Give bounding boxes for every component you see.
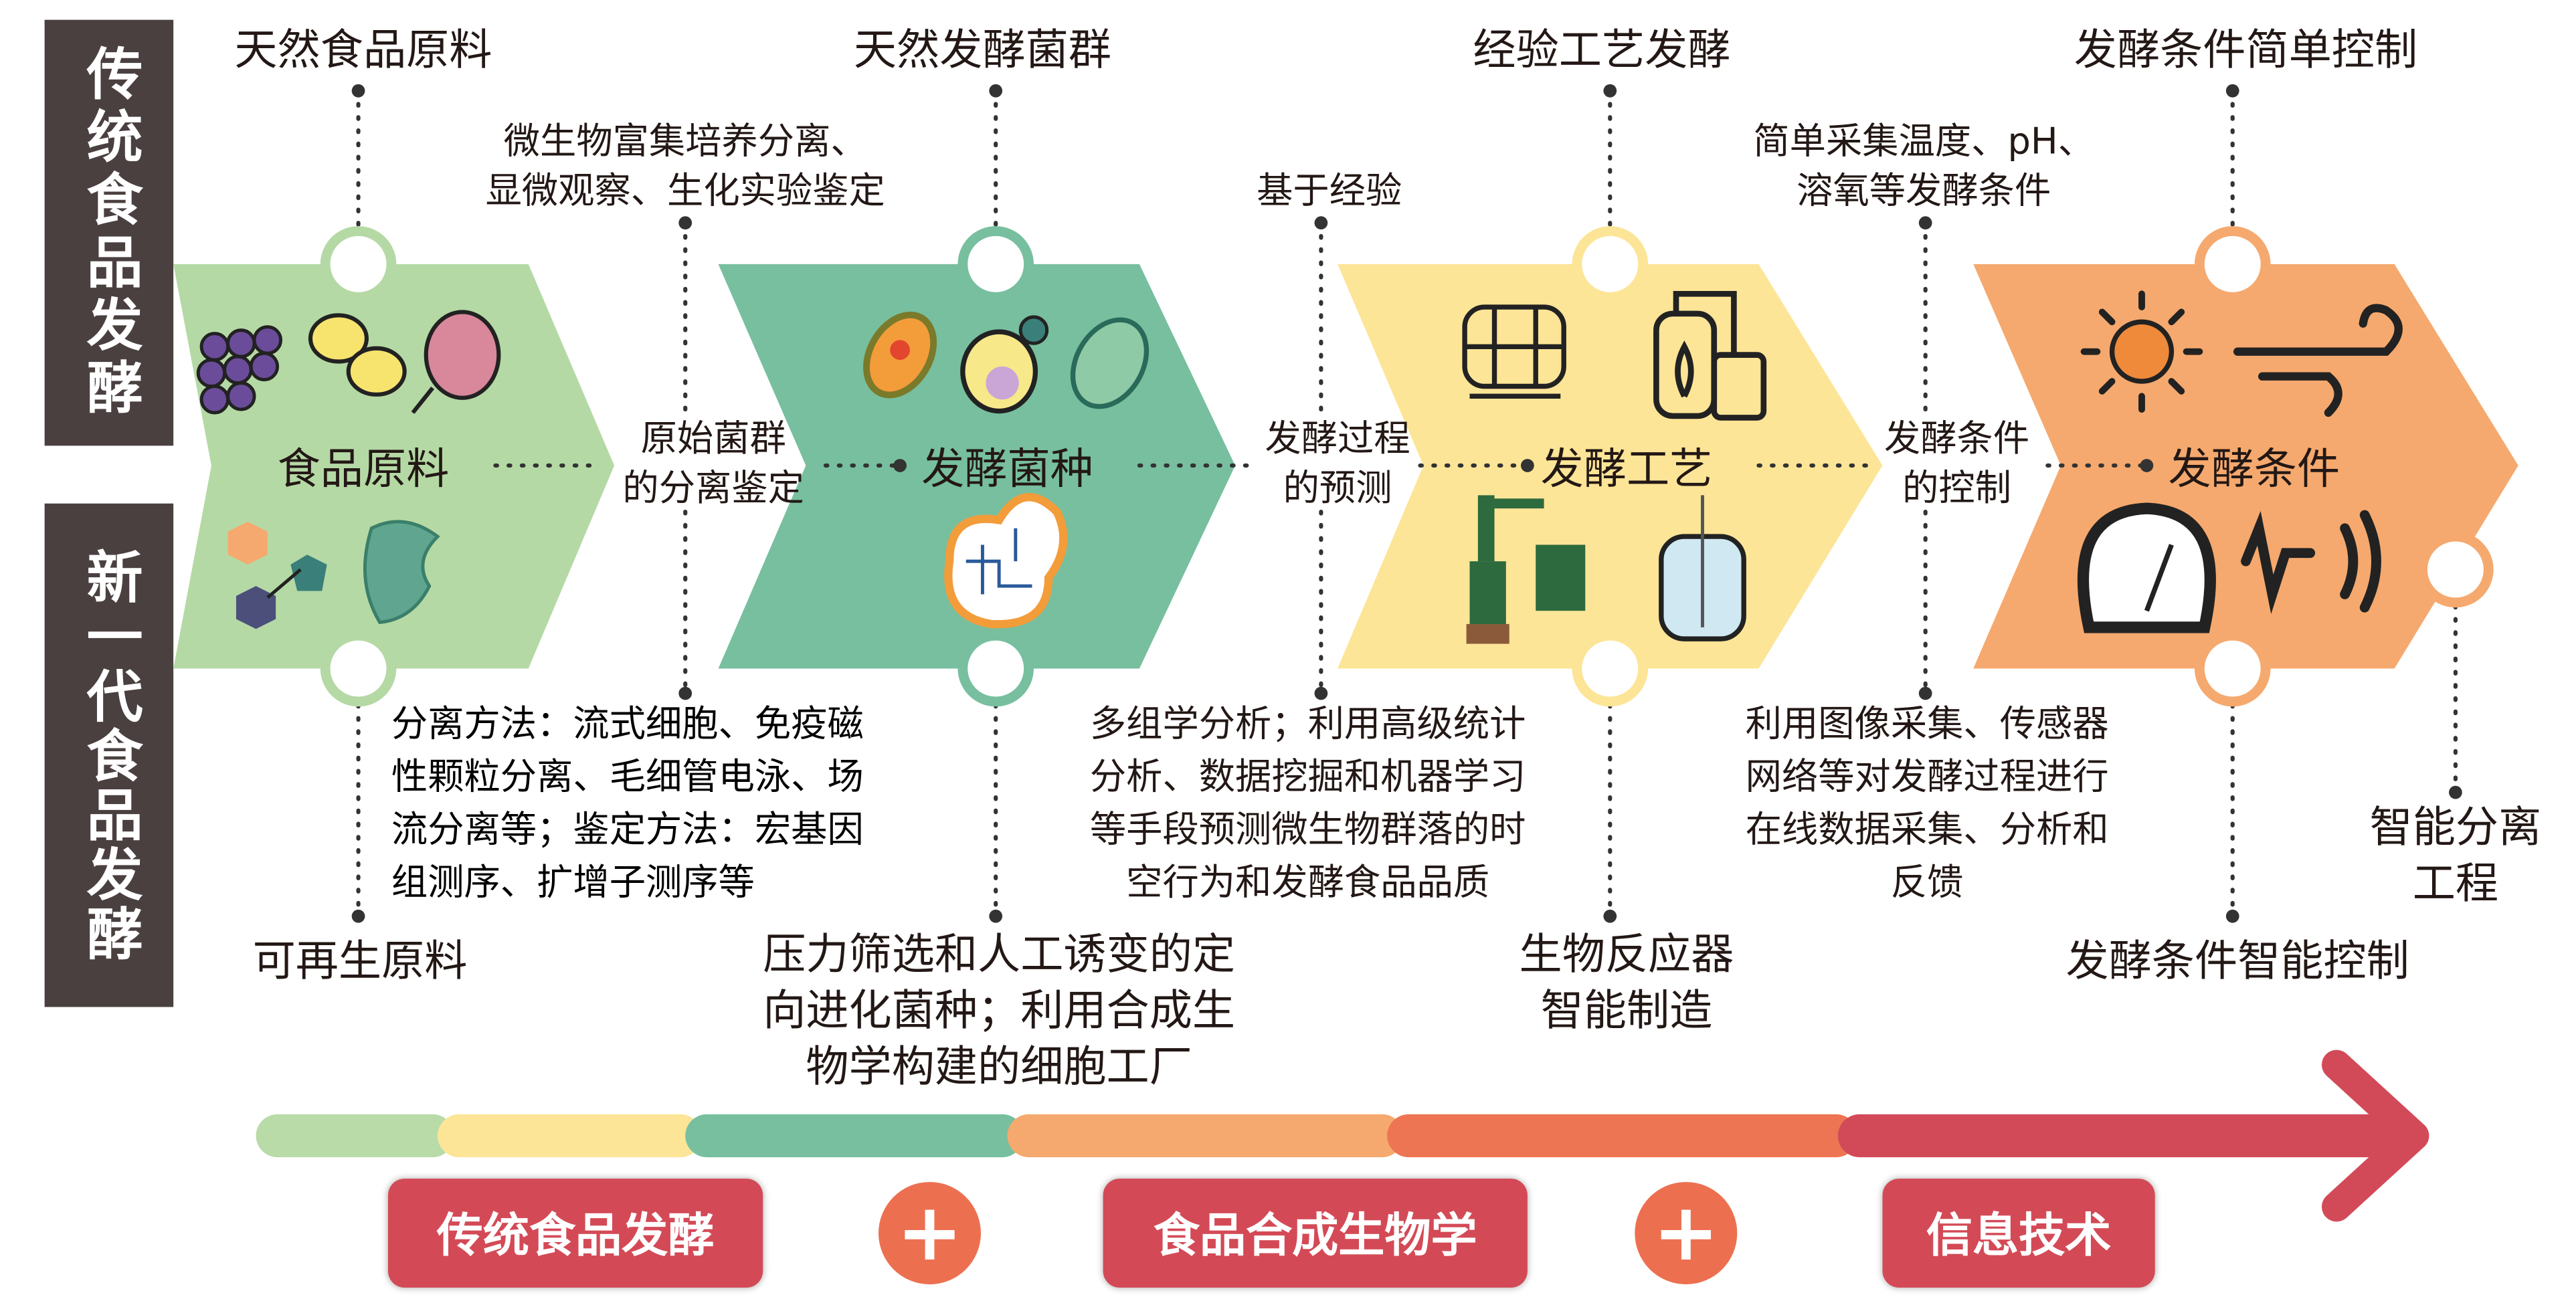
traditional-method-prediction: 基于经验: [1257, 171, 1402, 213]
timeline-arrow: [256, 1049, 2429, 1222]
plus-icon: +: [878, 1182, 981, 1285]
ring-nodes: [320, 226, 2494, 707]
link-label-prediction: 发酵过程 的预测: [1265, 419, 1410, 510]
dotted-connectors: [356, 88, 2458, 918]
synthetic-biology-tag: 食品合成生物学: [1103, 1179, 1528, 1288]
sun-icon: [2080, 290, 2203, 413]
side-label-new-generation: 新一代食品发酵: [44, 503, 174, 1007]
stage-label-process: 发酵工艺: [1540, 445, 1713, 496]
side-label-traditional: 传统食品发酵: [44, 19, 174, 446]
ham-icon: [411, 310, 501, 414]
traditional-label-strain: 天然发酵菌群: [853, 26, 1111, 76]
traditional-method-control: 简单采集温度、pH、 溶氧等发酵条件: [1753, 122, 2095, 213]
sensor-signal-icon: [2241, 510, 2381, 614]
new-label-conditions: 发酵条件智能控制: [2065, 937, 2409, 987]
stage-label-raw: 食品原料: [277, 445, 450, 496]
traditional-label-raw: 天然食品原料: [234, 26, 492, 76]
stage-chevron-raw-material: [173, 264, 615, 669]
stage-label-conditions: 发酵条件: [2168, 445, 2340, 496]
traditional-fermentation-tag: 传统食品发酵: [387, 1179, 763, 1288]
gauge-icon: [2077, 502, 2216, 633]
stage-label-strain: 发酵菌种: [921, 445, 1093, 496]
new-label-raw: 可再生原料: [252, 937, 468, 987]
new-method-separation: 分离方法：流式细胞、免疫磁 性颗粒分离、毛细管电泳、场 流分离等；鉴定方法：宏基…: [391, 704, 864, 905]
yeast-cell-icon: [960, 315, 1049, 414]
smart-separation-label: 智能分离 工程: [2369, 803, 2542, 910]
link-label-separation: 原始菌群 的分离鉴定: [622, 419, 804, 510]
information-technology-tag: 信息技术: [1882, 1179, 2155, 1288]
new-method-control: 利用图像采集、传感器 网络等对发酵过程进行 在线数据采集、分析和 反馈: [1745, 704, 2109, 905]
traditional-label-conditions: 发酵条件简单控制: [2074, 26, 2418, 76]
plus-icon: +: [1635, 1182, 1738, 1285]
bacterium-icon: [863, 311, 937, 399]
beans-icon: [308, 313, 407, 397]
wind-icon: [2233, 304, 2403, 417]
fermenter-tank-icon: [1653, 290, 1767, 421]
engineered-cell-icon: [944, 493, 1068, 629]
molecule-icon: [227, 521, 327, 629]
traditional-label-process: 经验工艺发酵: [1473, 26, 1731, 76]
traditional-method-separation: 微生物富集培养分离、 显微观察、生化实验鉴定: [485, 122, 885, 213]
new-method-prediction: 多组学分析；利用高级统计 分析、数据挖掘和机器学习 等手段预测微生物群落的时 空…: [1089, 704, 1526, 905]
paramecium-icon: [1070, 317, 1149, 409]
bioreactor-icon: [1659, 495, 1746, 641]
link-label-control: 发酵条件 的控制: [1883, 419, 2030, 510]
distillation-icon: [1466, 495, 1586, 644]
apple-core-icon: [363, 520, 440, 625]
barrel-icon: [1462, 304, 1566, 399]
new-label-process: 生物反应器 智能制造: [1519, 930, 1734, 1037]
new-label-strain: 压力筛选和人工诱变的定 向进化菌种；利用合成生 物学构建的细胞工厂: [763, 930, 1236, 1093]
grapes-icon: [196, 325, 283, 415]
